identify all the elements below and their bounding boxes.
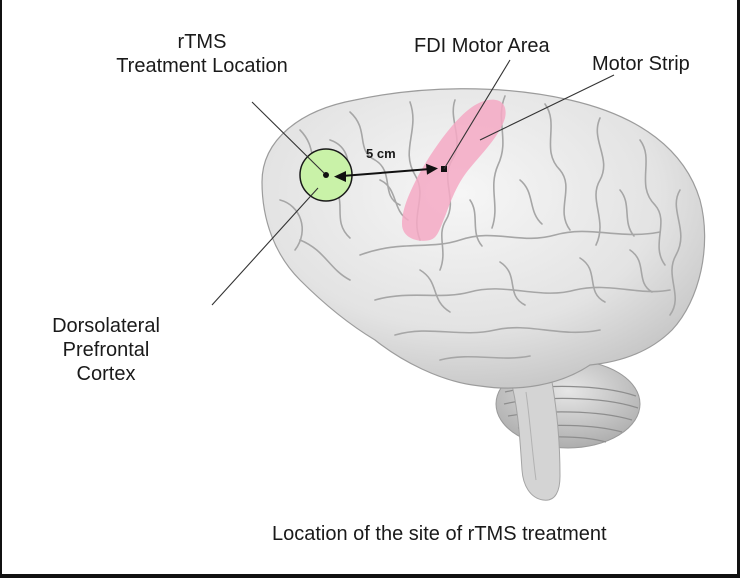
- frame-bottom-edge: [0, 574, 740, 578]
- dlpfc-label-line3: Cortex: [76, 363, 136, 385]
- treatment-label: rTMS Treatment Location: [92, 30, 312, 78]
- brain-stem: [507, 371, 561, 501]
- leader-motor-strip: [479, 74, 615, 141]
- cerebrum: [261, 88, 706, 389]
- treatment-label-line1: rTMS: [177, 31, 227, 53]
- fdi-label: FDI Motor Area: [414, 35, 550, 57]
- frame-right-edge: [737, 0, 740, 578]
- dlpfc-label-line2: Prefrontal: [62, 339, 150, 361]
- dlpfc-label-line1: Dorsolateral: [52, 315, 160, 337]
- treatment-center-dot: [323, 172, 329, 178]
- motor-strip-label: Motor Strip: [592, 53, 690, 75]
- motor-strip: [402, 99, 506, 241]
- double-arrow: [334, 163, 438, 182]
- leader-treatment: [251, 101, 325, 174]
- treatment-label-line2: Treatment Location: [116, 55, 288, 77]
- leader-dlpfc: [211, 187, 319, 306]
- dlpfc-label: Dorsolateral Prefrontal Cortex: [6, 314, 206, 386]
- leader-fdi: [443, 59, 511, 170]
- figure-caption: Location of the site of rTMS treatment: [272, 523, 607, 545]
- distance-label: 5 cm: [366, 146, 396, 161]
- frame-left-edge: [0, 0, 2, 578]
